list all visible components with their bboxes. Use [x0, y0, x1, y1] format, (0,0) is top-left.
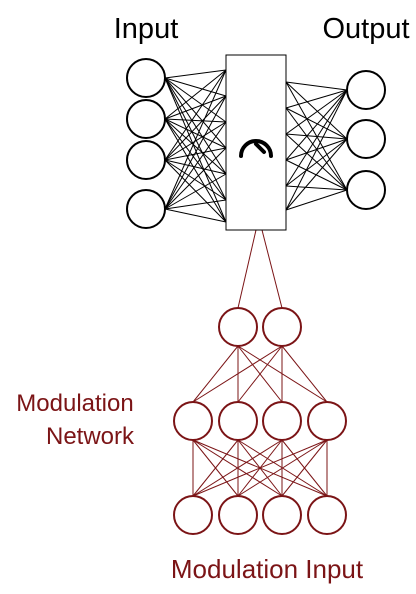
modulation-node [262, 401, 302, 441]
input-node [126, 140, 166, 180]
input-edge [164, 208, 227, 223]
input-edge [164, 199, 227, 210]
modulation-edge [281, 439, 328, 497]
input-node [126, 99, 166, 139]
modulation-node [307, 401, 347, 441]
output-edge [285, 159, 348, 191]
modulation-node [173, 495, 213, 535]
output-node [346, 70, 386, 110]
modulation-to-box-edge [261, 229, 283, 309]
output-edge [285, 107, 348, 140]
input-edge [164, 77, 227, 223]
input-edge [164, 69, 227, 210]
modulation-to-box-edge [237, 229, 257, 309]
output-label: Output [322, 13, 409, 45]
output-edge [285, 89, 348, 109]
output-edge [285, 189, 348, 211]
output-edge [285, 81, 348, 191]
output-edge [285, 81, 348, 140]
modulation-edge [192, 439, 328, 497]
modulation-network-nodes [173, 307, 347, 535]
modulation-node [218, 307, 258, 347]
modulation-edge [192, 345, 283, 403]
modulation-edge [192, 345, 239, 403]
input-edge [164, 69, 227, 161]
input-edge [164, 118, 227, 223]
modulation-network-connections [192, 229, 328, 497]
modulation-node [262, 307, 302, 347]
modulation-input-label: Modulation Input [171, 554, 364, 584]
output-edge [285, 185, 348, 191]
input-edge [164, 147, 227, 210]
input-edge [164, 121, 227, 161]
input-node [126, 58, 166, 98]
output-edge [285, 133, 348, 191]
modulation-edge [237, 439, 328, 497]
input-edge [164, 118, 227, 149]
gauge-icon [239, 139, 273, 158]
input-edge [164, 121, 227, 210]
input-edge [164, 95, 227, 210]
input-edge [164, 118, 227, 175]
modulation-node [307, 495, 347, 535]
main-network-nodes [126, 58, 386, 229]
output-edge [285, 89, 348, 187]
input-edge [164, 118, 227, 123]
output-edge [285, 81, 348, 91]
modulation-network-label-line2: Network [46, 423, 135, 450]
output-edge [285, 107, 348, 191]
input-edge [164, 69, 227, 120]
modulation-edge [192, 439, 239, 497]
output-node [346, 170, 386, 210]
modulation-network-label-line1: Modulation [16, 390, 133, 417]
main-network-connections [164, 69, 348, 223]
input-node [126, 189, 166, 229]
input-edge [164, 118, 227, 201]
input-edge [164, 173, 227, 210]
modulation-edge [192, 439, 283, 497]
modulation-node [173, 401, 213, 441]
output-node [346, 119, 386, 159]
input-edge [164, 159, 227, 201]
modulation-node [262, 495, 302, 535]
input-edge [164, 159, 227, 175]
output-edge [285, 89, 348, 161]
modulation-node [218, 401, 258, 441]
input-edge [164, 95, 227, 120]
input-edge [164, 147, 227, 161]
input-edge [164, 69, 227, 79]
modulation-edge [281, 345, 328, 403]
modulation-edge [237, 345, 283, 403]
output-edge [285, 89, 348, 135]
input-label: Input [114, 13, 179, 45]
modulation-node [218, 495, 258, 535]
input-edge [164, 95, 227, 161]
